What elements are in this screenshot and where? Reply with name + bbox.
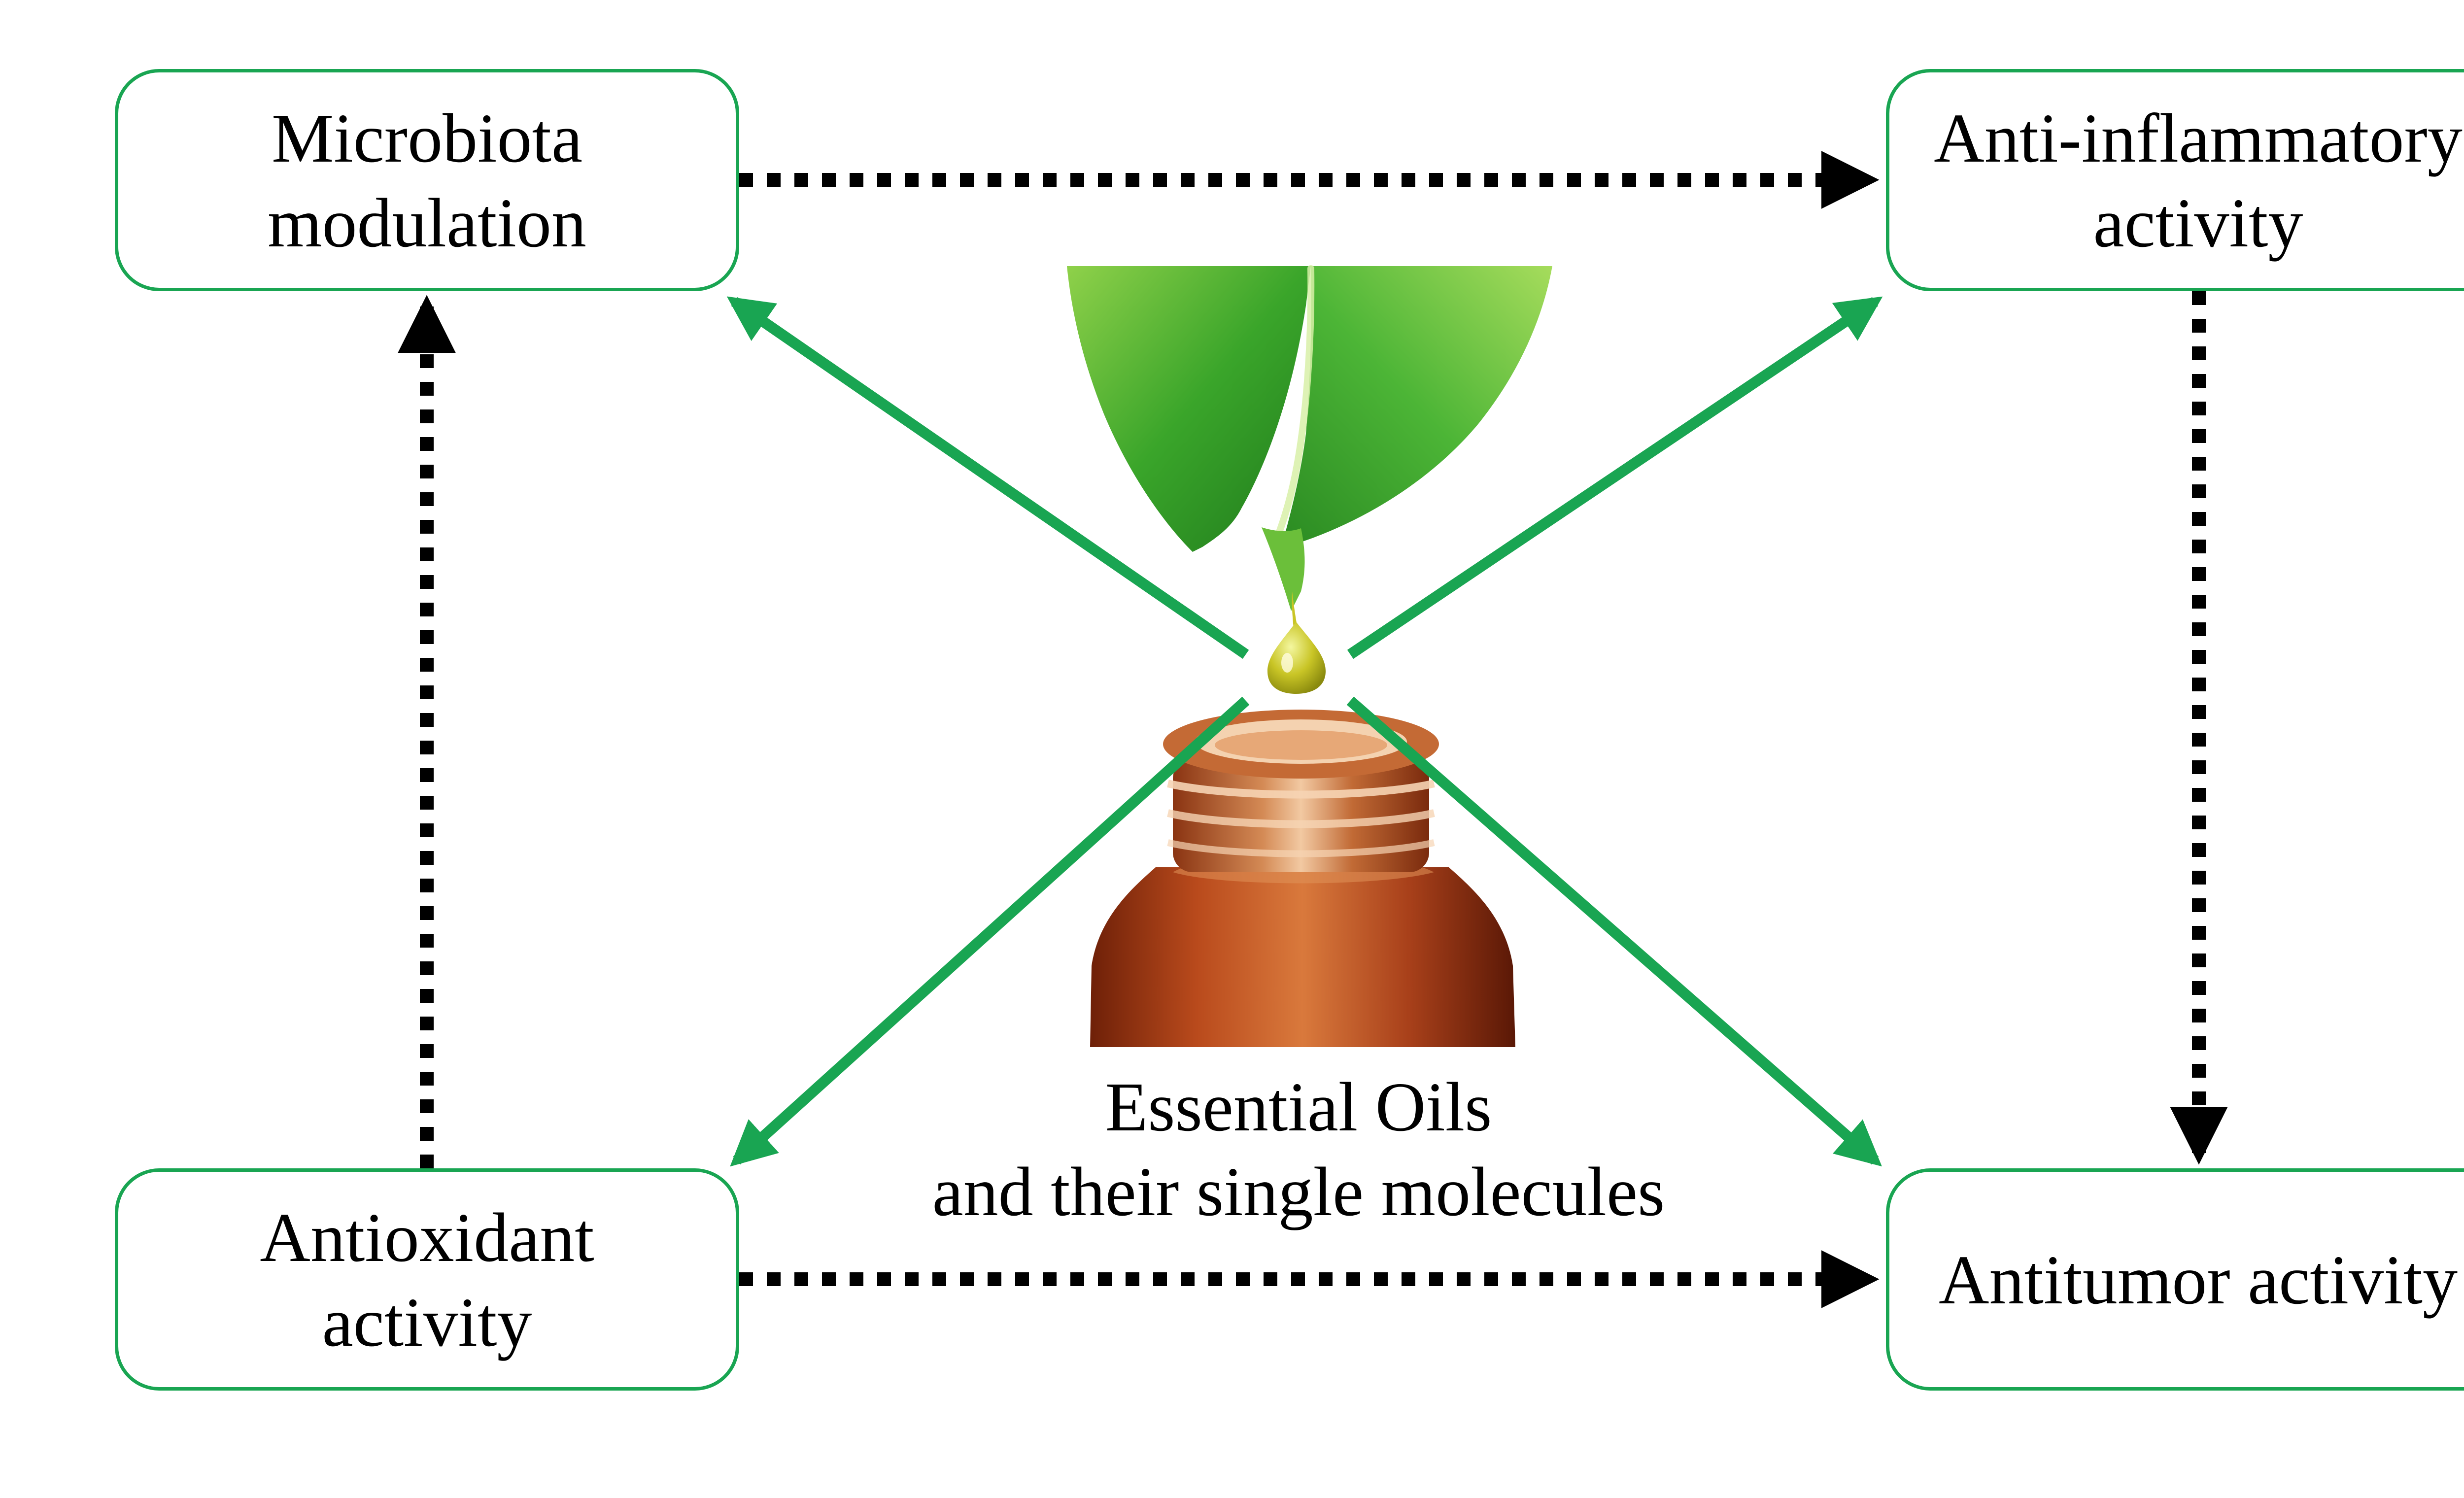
bottle-neck bbox=[1173, 759, 1429, 872]
green-arrow-to-antioxidant bbox=[730, 696, 1250, 1167]
anti-inflammatory-activity-label: Anti-inflammatory activity bbox=[1934, 99, 2463, 262]
green-arrow-to-anti-inflammatory bbox=[1347, 296, 1883, 659]
antioxidant-activity-box: Antioxidant activity bbox=[115, 1168, 739, 1391]
leaf-tip bbox=[1262, 527, 1305, 611]
leaf-right-half bbox=[1281, 266, 1552, 547]
microbiota-modulation-box: Microbiota modulation bbox=[115, 69, 739, 291]
oil-drop-highlight bbox=[1281, 653, 1293, 673]
essential-oils-caption: Essential Oils and their single molecule… bbox=[838, 1064, 1759, 1234]
leaf-oil-drop-bottle-icon bbox=[1067, 265, 1552, 1047]
green-arrow-to-microbiota bbox=[726, 296, 1249, 659]
antioxidant-activity-label: Antioxidant activity bbox=[260, 1198, 594, 1361]
microbiota-modulation-label: Microbiota modulation bbox=[268, 99, 586, 262]
oil-drop bbox=[1267, 622, 1326, 694]
oil-stream bbox=[1292, 591, 1299, 636]
anti-inflammatory-activity-box: Anti-inflammatory activity bbox=[1886, 69, 2464, 291]
bottle-opening-inner bbox=[1215, 730, 1387, 760]
leaf-left-half bbox=[1067, 266, 1311, 552]
antitumor-activity-label: Antitumor activity bbox=[1938, 1240, 2458, 1319]
bottle-thread-3 bbox=[1167, 839, 1435, 857]
green-arrow-to-antitumor bbox=[1346, 696, 1882, 1167]
bottle-thread-2 bbox=[1167, 809, 1435, 828]
leaf-midrib bbox=[1273, 265, 1315, 543]
essential-oils-caption-line1: Essential Oils bbox=[1105, 1068, 1492, 1146]
antitumor-activity-box: Antitumor activity bbox=[1886, 1168, 2464, 1391]
essential-oils-caption-line2: and their single molecules bbox=[932, 1153, 1665, 1230]
bottle-body bbox=[1090, 867, 1515, 1047]
bottle-thread-1 bbox=[1167, 780, 1435, 799]
